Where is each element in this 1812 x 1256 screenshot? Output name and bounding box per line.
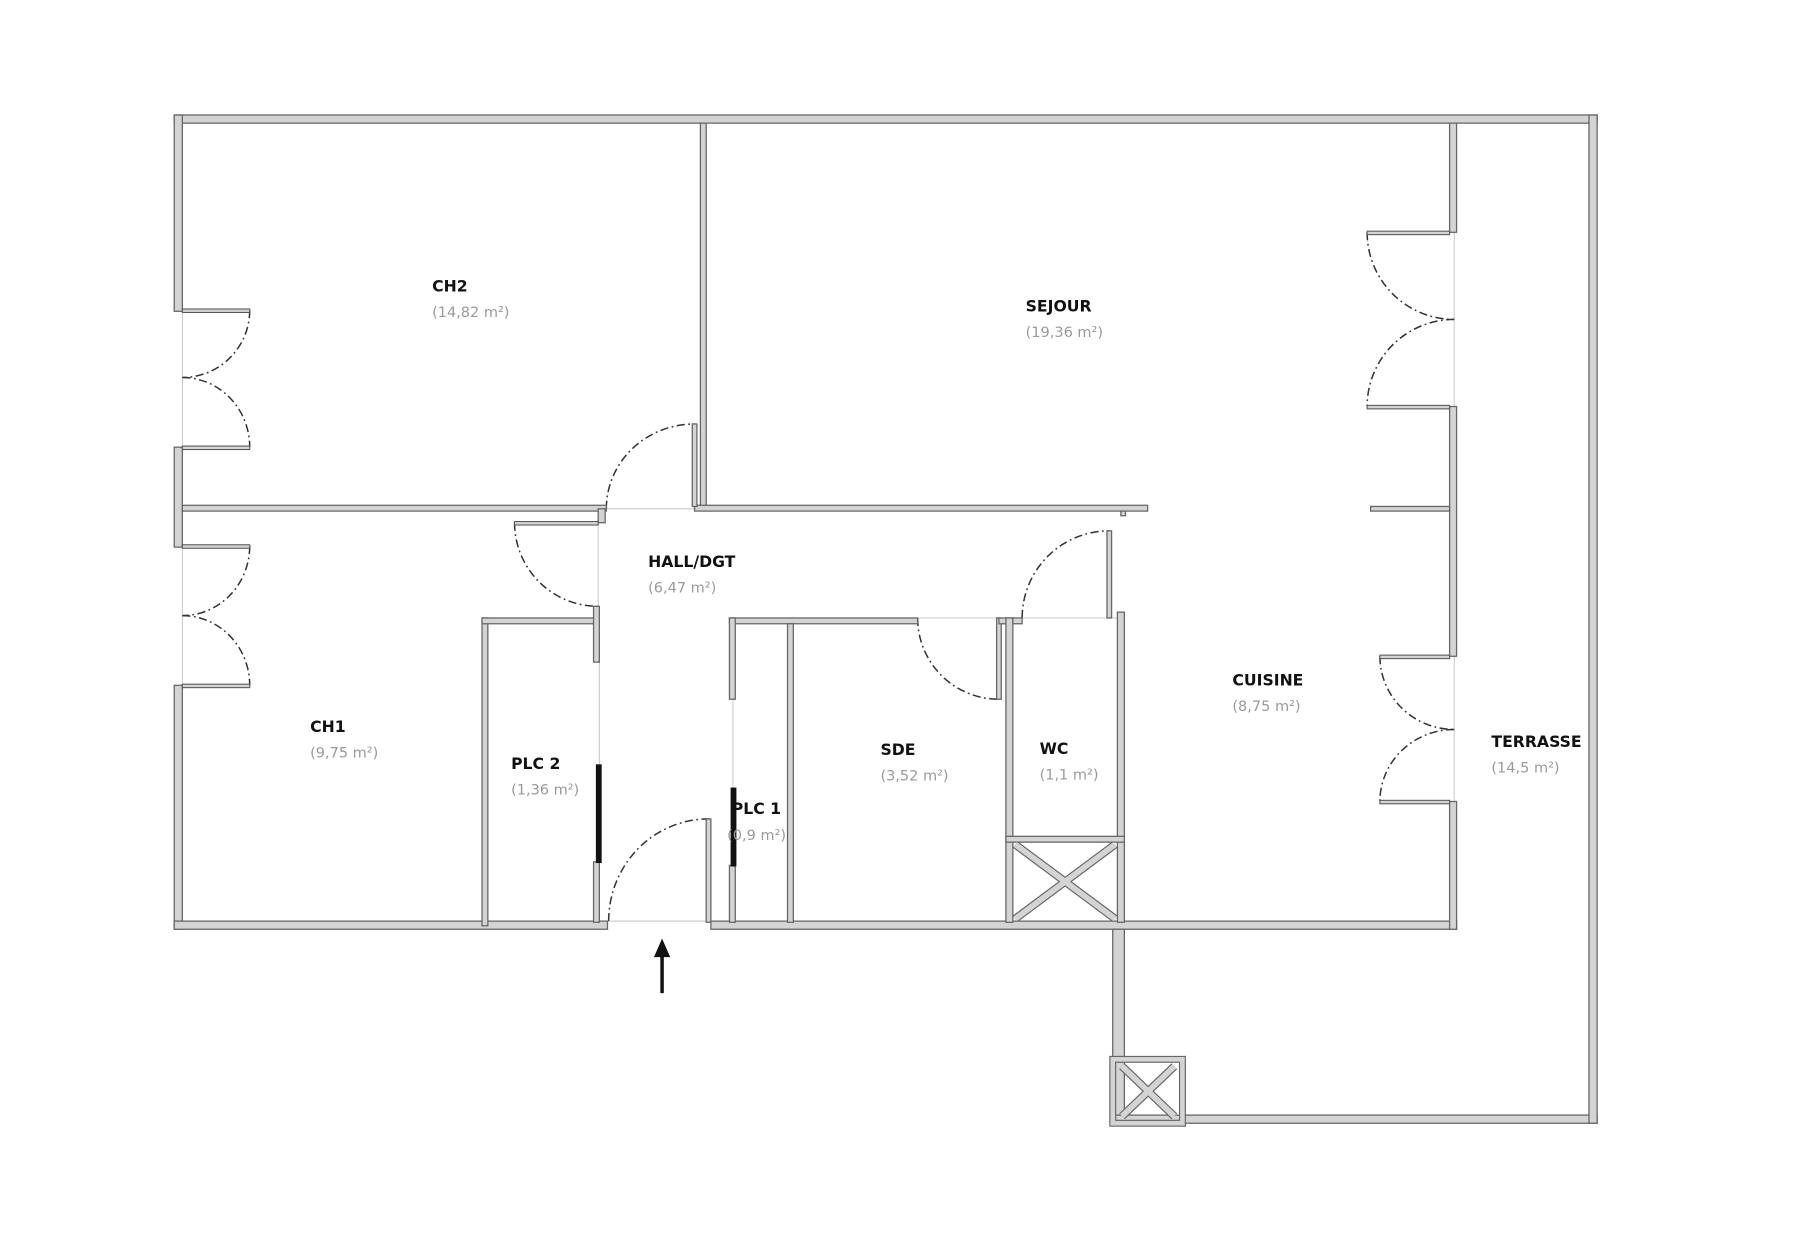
room-sde: SDE (3,52 m²) (880, 740, 948, 785)
exterior-wall-bottom (710, 920, 1458, 930)
room-area: (9,75 m²) (310, 745, 378, 761)
wall-plc1-sde (786, 623, 794, 923)
door-stub-wc (1106, 530, 1113, 619)
wall-plc1-top (728, 617, 919, 625)
room-name: HALL/DGT (648, 552, 736, 571)
wall-plc2 (481, 617, 489, 927)
window-casing (1366, 230, 1451, 236)
room-area: (14,82 m²) (432, 305, 509, 321)
room-plc1: PLC 1 (0,9 m²) (727, 799, 786, 844)
room-area: (14,5 m²) (1491, 760, 1559, 776)
door-stub-sde (995, 617, 1002, 700)
door-swing-arc (182, 614, 251, 686)
room-area: (8,75 m²) (1232, 699, 1300, 715)
wall-plc2 (592, 861, 600, 923)
window-casing (1379, 654, 1451, 660)
exterior-wall-right (1588, 114, 1598, 1124)
door-swing-arc (916, 617, 999, 701)
door-swing-arc (182, 310, 251, 379)
room-terrasse: TERRASSE (14,5 m²) (1491, 732, 1581, 777)
door-stub-entrance (705, 818, 712, 923)
room-wc: WC (1,1 m²) (1040, 739, 1099, 784)
duct-cross (1013, 842, 1117, 922)
room-name: TERRASSE (1491, 732, 1581, 751)
exterior-wall-bottom (173, 920, 609, 930)
room-area: (19,36 m²) (1026, 325, 1103, 341)
wall-plc2 (592, 605, 600, 663)
wall-plc1 (728, 617, 736, 700)
room-labels: CH2 (14,82 m²) SEJOUR (19,36 m²) HALL/DG… (310, 277, 1582, 844)
room-sejour: SEJOUR (19,36 m²) (1026, 296, 1103, 341)
wall-wc-cuisine (1116, 611, 1126, 923)
room-area: (0,9 m²) (727, 828, 786, 844)
wall-plc1 (728, 864, 736, 923)
exterior-wall-left (173, 114, 184, 312)
door-swing-arc (182, 376, 251, 448)
room-name: PLC 2 (511, 754, 560, 773)
wall-sejour-hall (693, 504, 1149, 512)
door-swing-arc (1366, 318, 1455, 407)
wall-stub (1120, 510, 1127, 517)
sliding-door-plc2 (595, 764, 602, 864)
door-swing-arc (513, 522, 599, 608)
door-swing-arc (1379, 728, 1455, 802)
terrace-duct-box (1110, 1057, 1185, 1126)
door-swing-arc (1366, 232, 1455, 321)
room-area: (6,47 m²) (648, 580, 716, 596)
walls (173, 114, 1598, 1127)
room-hall: HALL/DGT (6,47 m²) (648, 552, 736, 597)
room-area: (1,1 m²) (1040, 767, 1099, 783)
door-swing-arc (607, 818, 709, 922)
room-ch1: CH1 (9,75 m²) (310, 717, 378, 762)
room-name: CUISINE (1232, 670, 1303, 689)
facade-wall (1448, 405, 1458, 657)
room-name: CH1 (310, 717, 346, 736)
exterior-wall-top (173, 114, 1598, 124)
room-name: SEJOUR (1026, 296, 1092, 315)
door-stub-ch1 (514, 521, 599, 526)
door-swing-arc (1379, 656, 1455, 731)
room-name: SDE (880, 740, 915, 759)
room-name: WC (1040, 739, 1069, 758)
room-cuisine: CUISINE (8,75 m²) (1232, 670, 1303, 715)
window-casing (181, 544, 251, 549)
service-ducts (1012, 841, 1178, 1120)
wall-plc2 (481, 617, 600, 625)
window-casing (181, 308, 251, 313)
room-area: (1,36 m²) (511, 783, 579, 799)
window-openings (181, 232, 1455, 922)
window-casing (1379, 799, 1451, 805)
door-swing-arc (1021, 530, 1110, 618)
wall-sde-wc (1005, 617, 1014, 923)
room-area: (3,52 m²) (880, 769, 948, 785)
door-stub-hall (691, 423, 698, 508)
sliding-door-plc1 (730, 787, 737, 867)
door-swings (182, 232, 1455, 922)
facade-wall (1448, 122, 1458, 233)
window-casing (1366, 404, 1451, 410)
exterior-wall-left (173, 446, 184, 548)
room-name: CH2 (432, 277, 468, 296)
partition-stub (1369, 505, 1451, 512)
wall-wc-duct (1005, 835, 1126, 843)
window-casing (181, 683, 251, 689)
room-name: PLC 1 (732, 799, 781, 818)
room-ch2: CH2 (14,82 m²) (432, 277, 509, 322)
duct-cross (1120, 1064, 1177, 1119)
door-swing-arc (605, 423, 695, 509)
door-swing-arc (182, 545, 251, 617)
wall-hall (597, 508, 606, 524)
wall-ch2-ch1 (181, 504, 607, 512)
window-casing (181, 445, 251, 451)
wall-wc (1012, 617, 1023, 625)
room-plc2: PLC 2 (1,36 m²) (511, 754, 579, 799)
wall-ch2-sejour (699, 122, 707, 510)
exterior-wall-left (173, 684, 184, 930)
entrance-arrow-icon (653, 938, 671, 994)
facade-wall (1448, 800, 1458, 930)
